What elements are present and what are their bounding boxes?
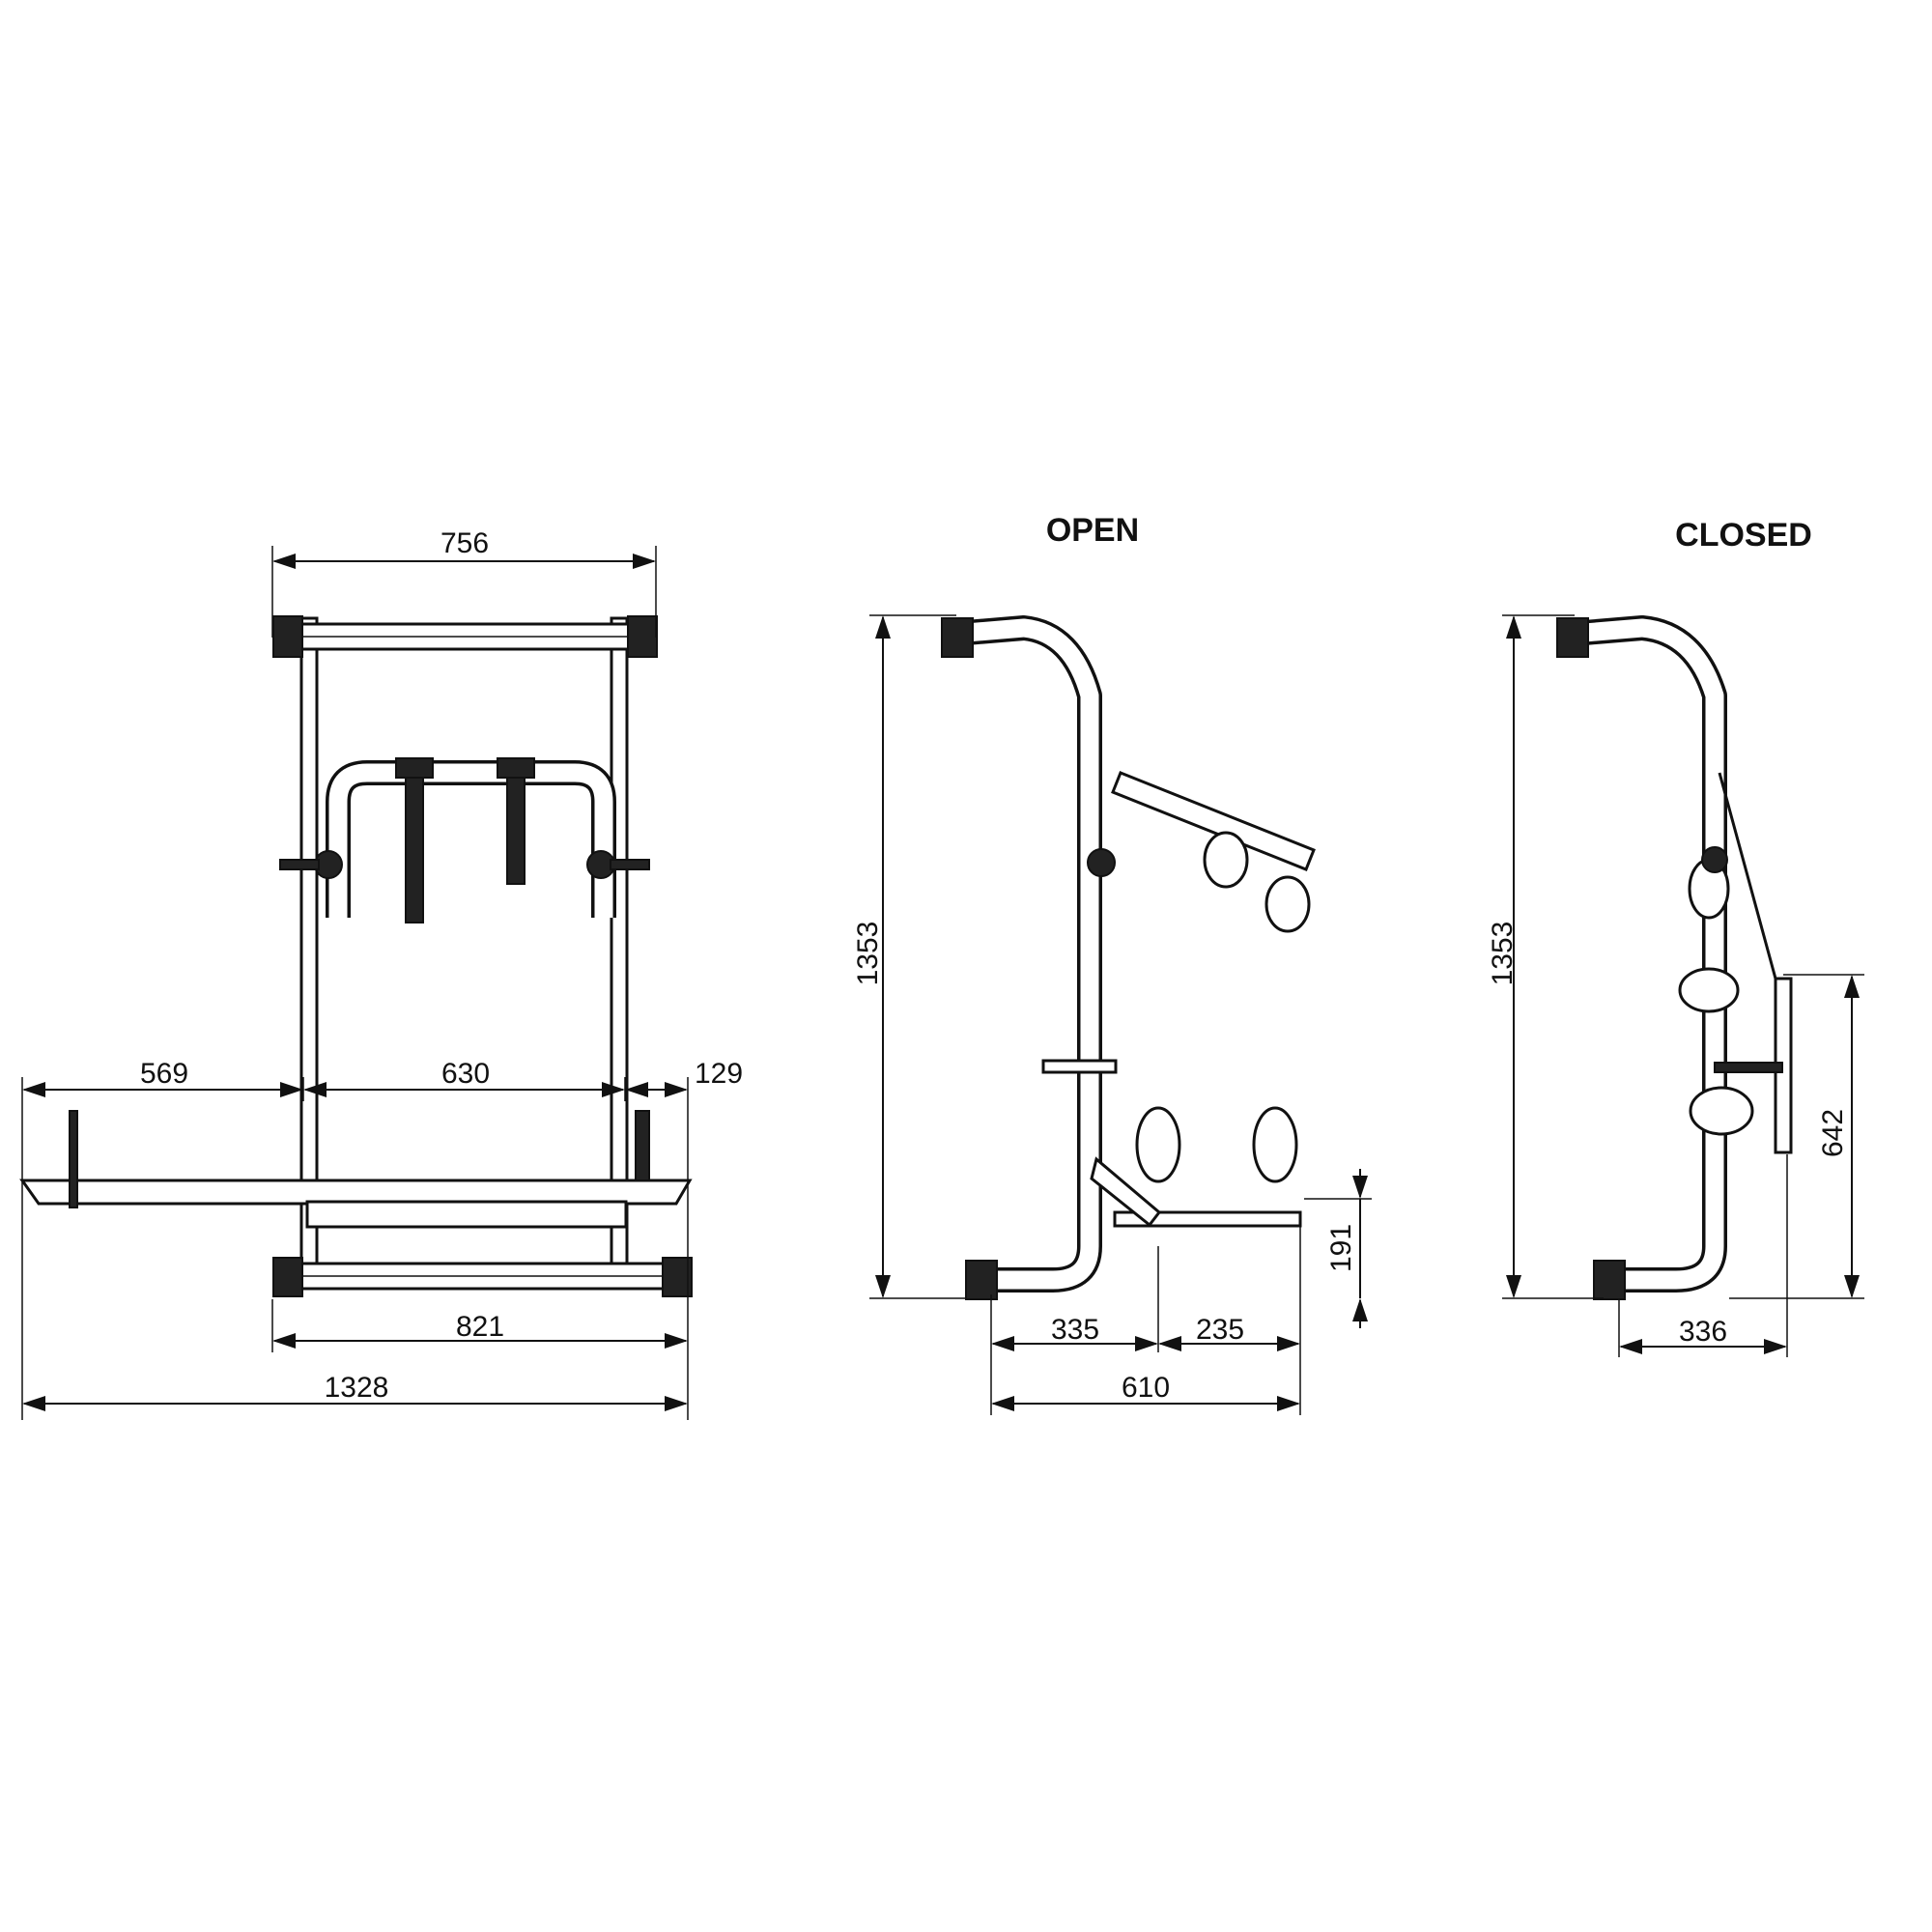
front-platform [19,1110,693,1229]
closed-dimensions: 1353 642 336 [1487,614,1864,1357]
open-mid-bar [1041,1059,1118,1074]
open-bottom-clamp [965,1260,998,1300]
dim-label-total-width: 1328 [325,1372,389,1404]
dim-label-left-overhang: 569 [140,1058,188,1090]
dim-label-closed-bracket-height: 642 [1817,1109,1849,1157]
front-uprights [299,616,629,1287]
open-wheel-tray-2 [1252,1106,1298,1183]
open-wheel-tray-1 [1135,1106,1181,1183]
closed-main-tube [1583,618,1724,1290]
open-main-tube [965,618,1099,1290]
open-dimensions: 1353 335 235 610 191 [852,614,1372,1415]
open-top-clamp [941,617,974,658]
dim-label-closed-height: 1353 [1487,922,1519,986]
closed-view: CLOSED [1556,517,1812,1300]
front-top-bar [272,615,658,658]
dim-label-center-span: 630 [441,1058,490,1090]
front-knobs [279,850,650,879]
front-bike-holders [395,757,535,923]
dim-label-top-width: 756 [440,527,489,559]
dim-label-open-depth-2: 235 [1196,1314,1244,1346]
open-title: OPEN [1046,512,1139,549]
closed-bottom-clamp [1593,1260,1626,1300]
dim-label-open-total-depth: 610 [1122,1372,1170,1404]
front-view [19,615,693,1297]
closed-top-clamp [1556,617,1589,658]
dim-label-open-platform-height: 191 [1325,1224,1357,1272]
open-bottom-arm [1113,1210,1302,1228]
front-bottom-bar [272,1257,693,1297]
dim-label-bottom-width: 821 [456,1311,504,1343]
dim-label-closed-depth: 336 [1679,1316,1727,1348]
dim-label-open-depth-1: 335 [1051,1314,1099,1346]
closed-wheel-cup-3 [1689,1086,1754,1136]
front-inner-frame [326,760,616,918]
open-wheel-cup-1 [1203,831,1249,889]
open-wheel-cup-2 [1264,875,1311,933]
closed-wheel-cup-2 [1678,967,1740,1013]
closed-title: CLOSED [1675,517,1812,554]
front-dimensions: 756 569 630 129 821 1328 [21,527,743,1420]
open-upper-arm [1111,771,1316,871]
dim-label-open-height: 1353 [852,922,884,986]
dim-label-right-overhang: 129 [695,1058,743,1090]
open-view: OPEN [941,512,1316,1300]
